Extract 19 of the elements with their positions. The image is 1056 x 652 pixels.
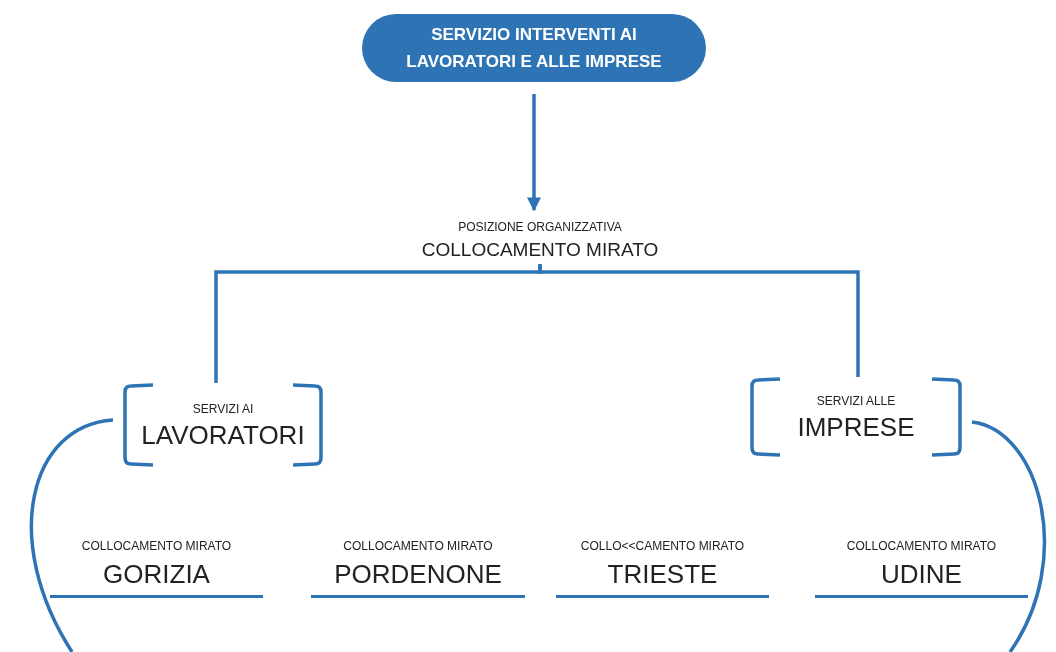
pill-text: SERVIZIO INTERVENTI AI LAVORATORI E ALLE IMPRESE	[405, 24, 663, 73]
node-subtitle: COLLOCAMENTO MIRATO	[846, 538, 997, 555]
node-title: GORIZIA	[103, 558, 210, 591]
connector	[527, 94, 541, 212]
connector	[29, 418, 114, 652]
node-title: PORDENONE	[334, 558, 502, 591]
connector	[971, 420, 1046, 652]
node-subtitle: SERVIZI AI	[192, 401, 254, 418]
node-title: IMPRESE	[797, 411, 915, 443]
connector	[538, 264, 860, 377]
node-title: TRIESTE	[607, 558, 718, 591]
node-subtitle: COLLOCAMENTO MIRATO	[343, 538, 493, 555]
node-subtitle: COLLO<<CAMENTO MIRATO	[580, 538, 745, 555]
node-title: UDINE	[881, 558, 962, 591]
node-title: COLLOCAMENTO MIRATO	[421, 238, 659, 262]
node-title: LAVORATORI	[141, 419, 305, 451]
node-subtitle: COLLOCAMENTO MIRATO	[81, 538, 232, 555]
node-subtitle: SERVIZI ALLE	[816, 393, 896, 410]
node-subtitle: POSIZIONE ORGANIZZATIVA	[458, 219, 622, 236]
